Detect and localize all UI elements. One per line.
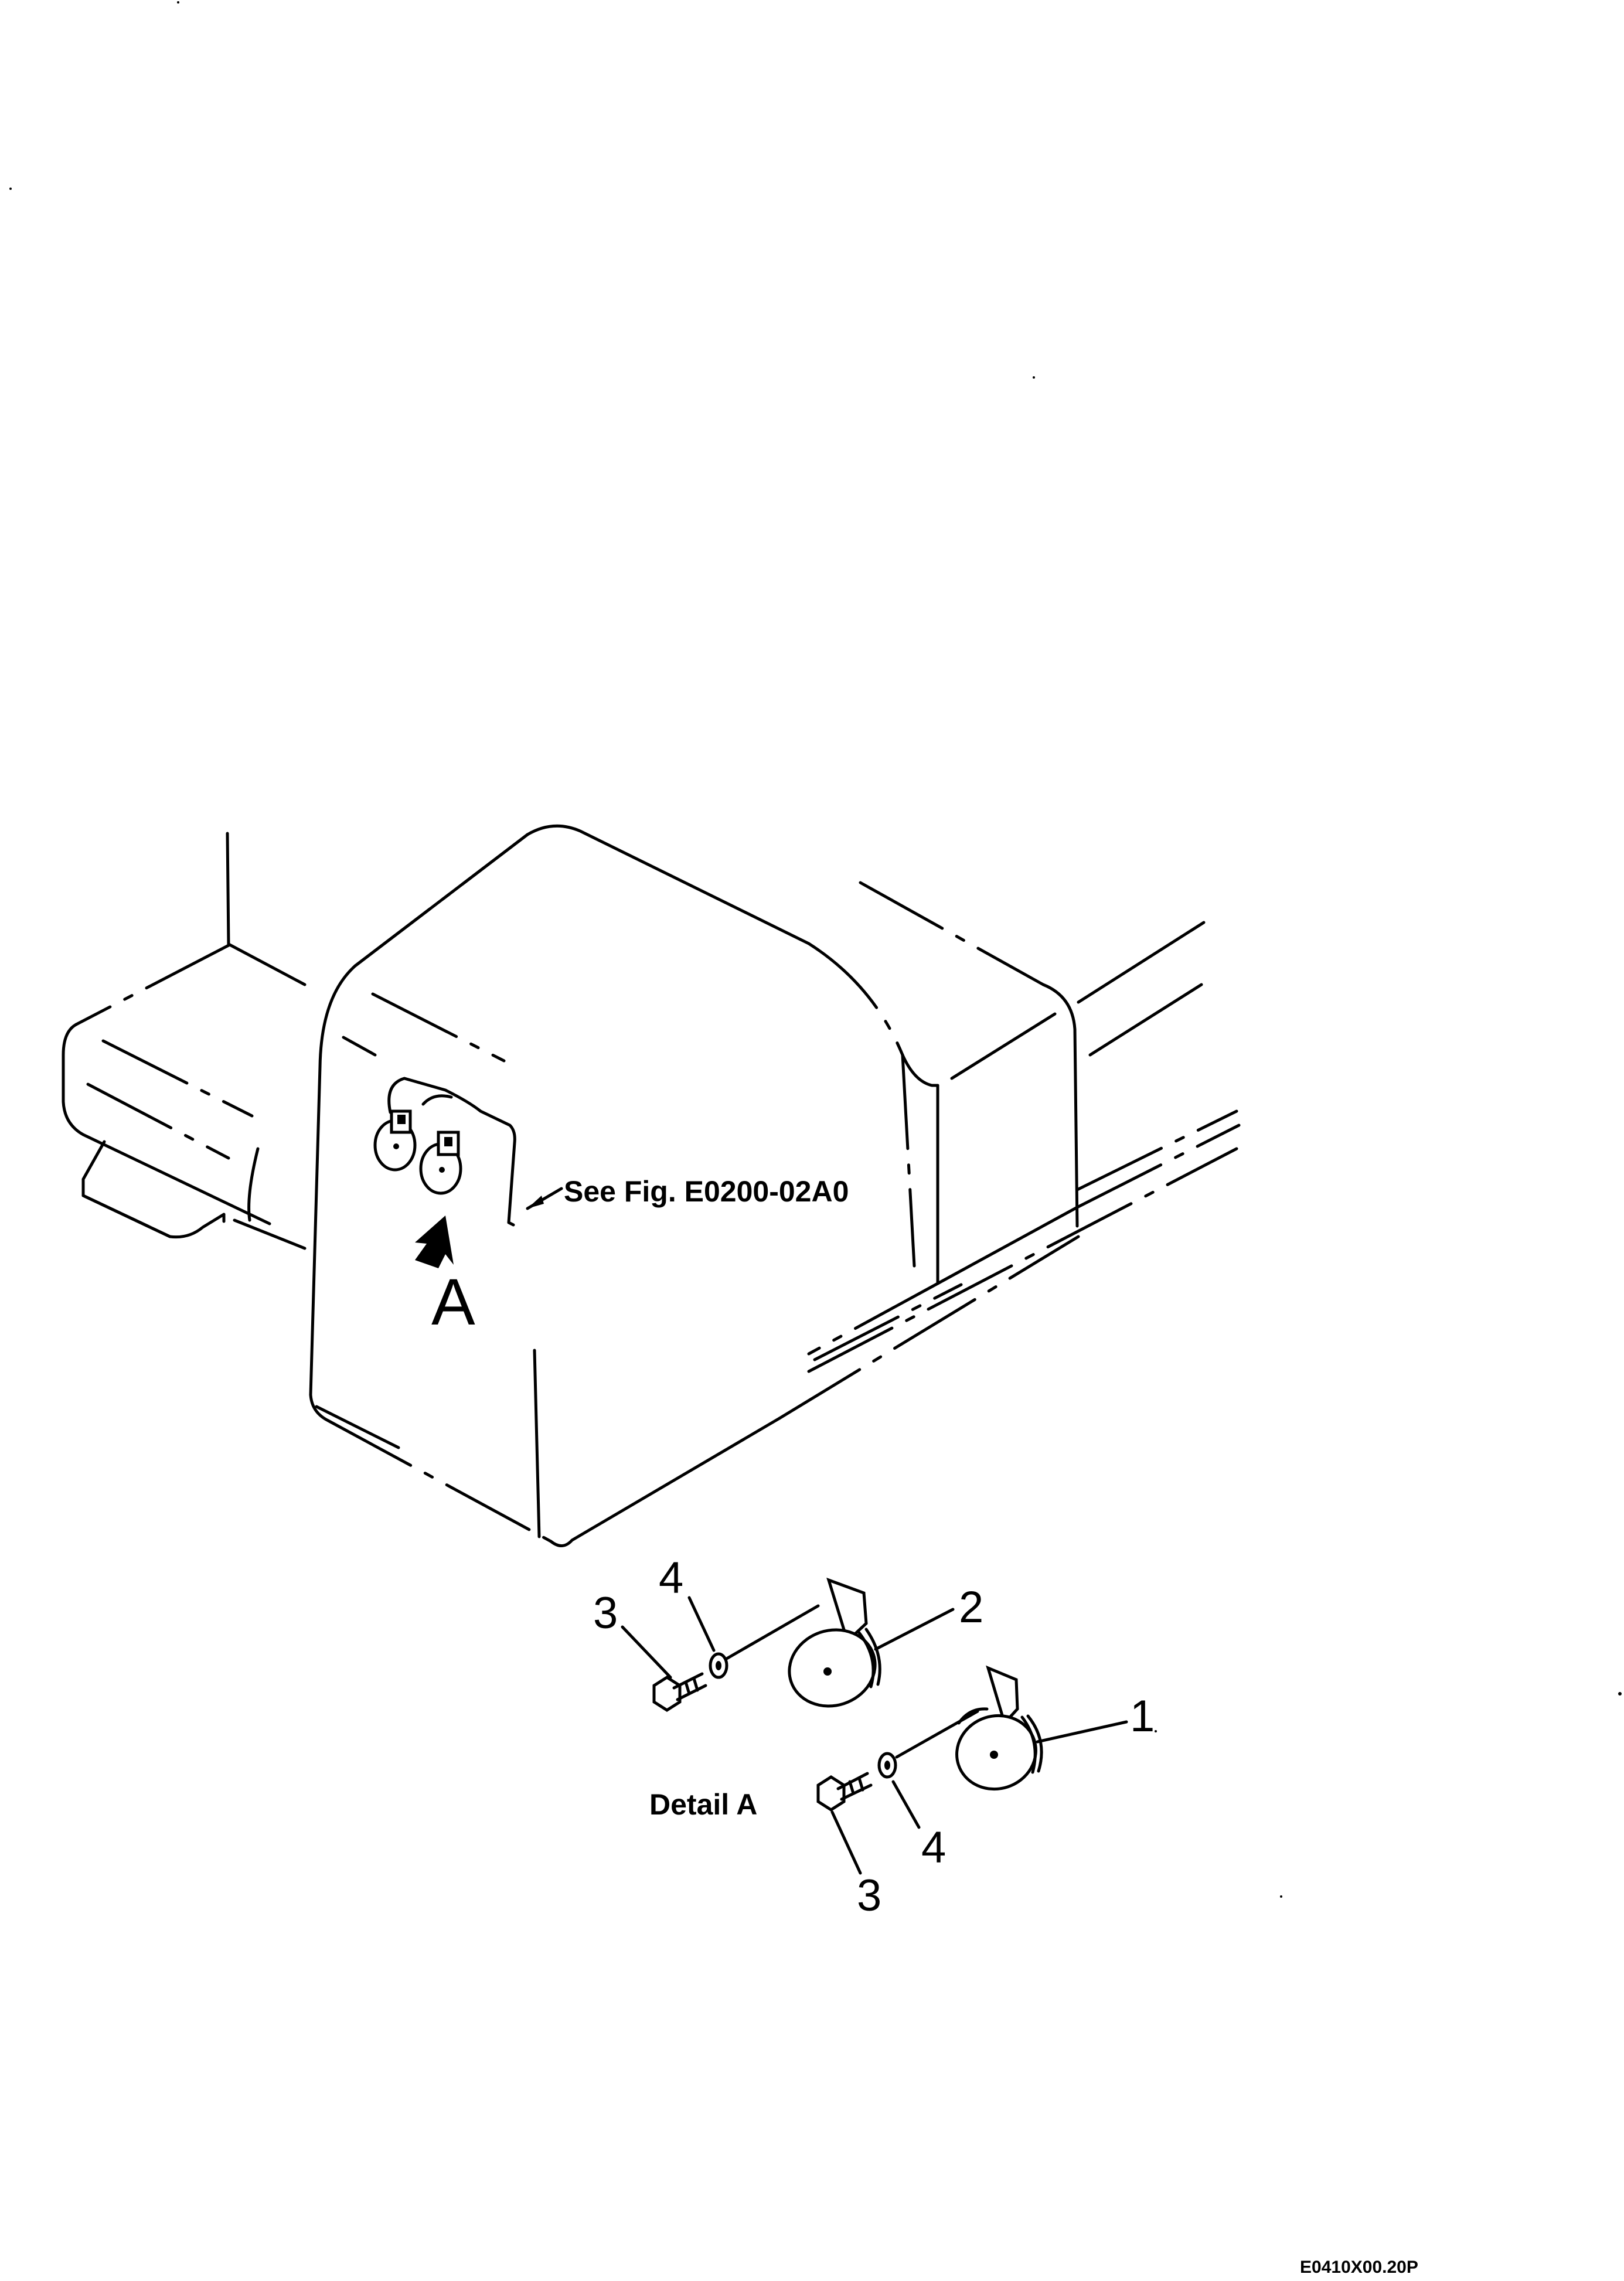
view-arrow bbox=[415, 1216, 454, 1268]
machine-body bbox=[62, 824, 1241, 1547]
lower-fastener-axis bbox=[895, 1710, 979, 1759]
callout-3-lower: 3 bbox=[857, 1871, 881, 1921]
callout-4-upper: 4 bbox=[659, 1553, 683, 1603]
callout-leaders bbox=[621, 1596, 1128, 1875]
view-arrow-label: A bbox=[431, 1265, 475, 1339]
horn-lower bbox=[955, 1665, 1043, 1791]
callout-4-lower: 4 bbox=[921, 1823, 946, 1873]
drawing-code: E0410X00.20P bbox=[1300, 2258, 1418, 2277]
reference-note: See Fig. E0200-02A0 bbox=[564, 1175, 849, 1208]
washer-lower bbox=[877, 1752, 897, 1779]
callout-3-upper: 3 bbox=[593, 1588, 618, 1638]
detail-caption: Detail A bbox=[649, 1788, 757, 1821]
horn-mount-assembly bbox=[373, 1077, 563, 1227]
callout-1: 1 bbox=[1130, 1691, 1155, 1741]
callout-2: 2 bbox=[959, 1582, 983, 1632]
bolt-upper bbox=[652, 1672, 707, 1712]
horn-upper bbox=[788, 1577, 881, 1708]
bolt-lower bbox=[816, 1772, 873, 1812]
washer-upper bbox=[709, 1652, 728, 1679]
upper-fastener-axis bbox=[725, 1604, 820, 1660]
scan-specks bbox=[9, 1, 1622, 1898]
